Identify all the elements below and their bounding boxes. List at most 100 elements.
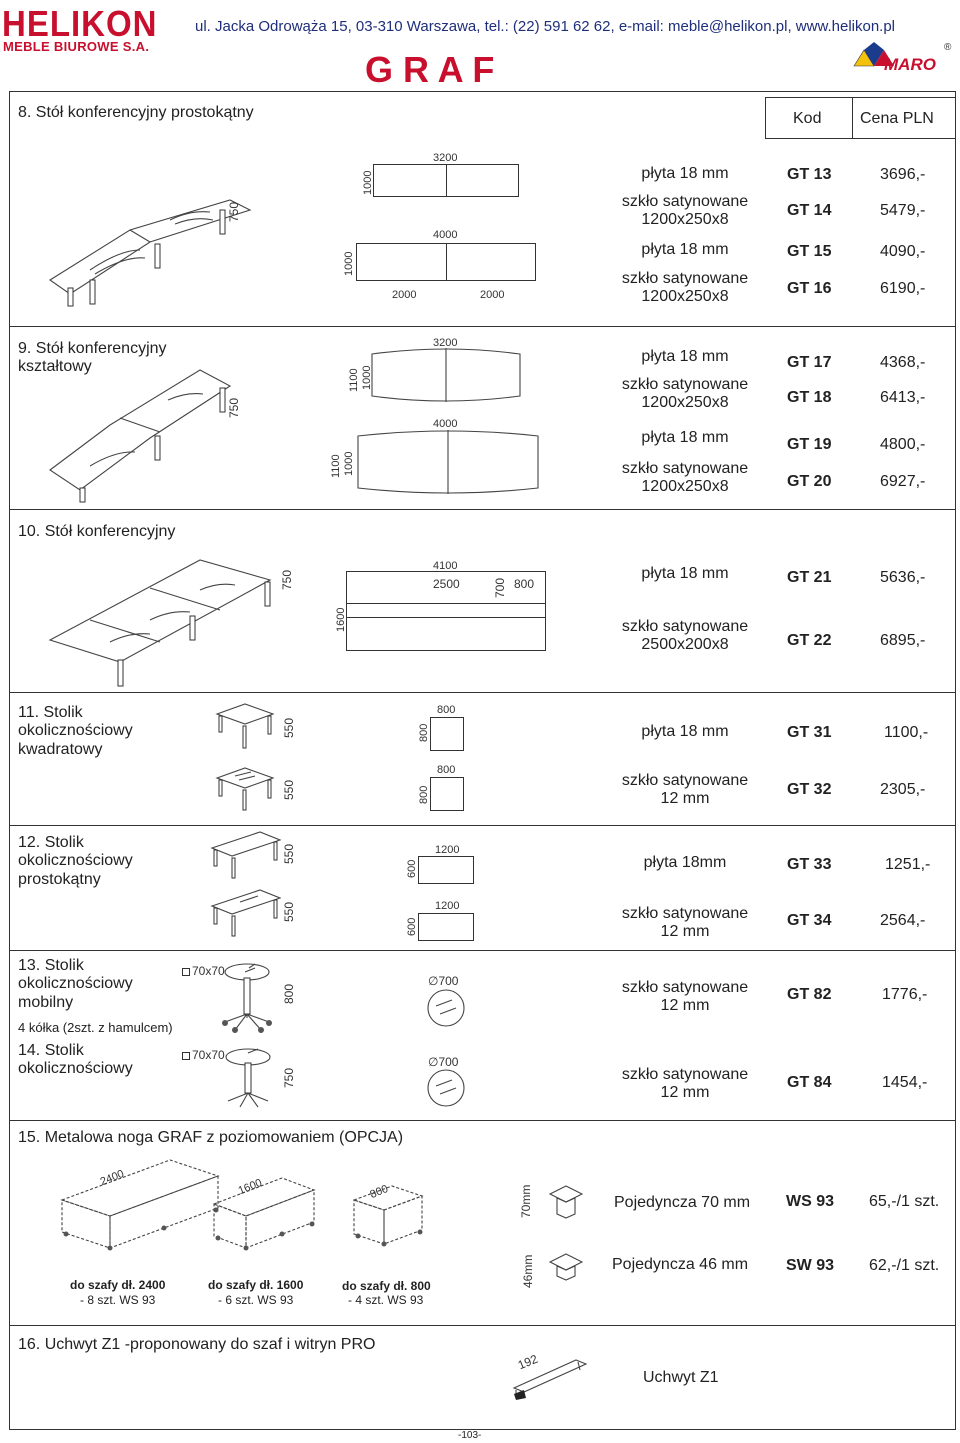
s13-height: 800 (282, 983, 296, 1004)
section-14-title: 14. Stolik okolicznościowy (18, 1042, 133, 1078)
s14-leg-size: 70x70 (192, 1048, 225, 1062)
cabinet-2400-caption-b: - 8 szt. WS 93 (80, 1293, 156, 1307)
s10-plan (346, 571, 546, 651)
s11-width-b: 800 (437, 764, 456, 776)
s13-row1-price: 1776,- (882, 986, 928, 1003)
maro-wordmark: MARO (884, 55, 936, 74)
s13-leg-square-icon (182, 968, 190, 976)
s9-height: 750 (227, 397, 241, 418)
cabinet-800-caption-a: do szafy dł. 800 (342, 1279, 431, 1293)
s11-row1-price: 1100,- (884, 724, 929, 741)
s10-row2-code: GT 22 (787, 632, 832, 649)
s11-depth-b: 800 (418, 785, 430, 804)
divider-12-13 (9, 950, 956, 951)
diameter-icon: ∅ (428, 1055, 439, 1069)
s12-plan-b (418, 913, 474, 941)
s8-row2-code: GT 14 (787, 202, 832, 219)
s9-plan-4000 (357, 430, 539, 494)
leg-46-foot-icon (548, 1253, 584, 1281)
section-15-title: 15. Metalowa noga GRAF z poziomowaniem (… (18, 1129, 404, 1146)
cabinet-1600-caption-a: do szafy dł. 1600 (208, 1278, 304, 1292)
s11-row1-code: GT 31 (787, 724, 832, 741)
s12-glass-table-sketch (210, 889, 282, 937)
s12-row2-price: 2564,- (880, 912, 926, 929)
section-8-title: 8. Stół konferencyjny prostokątny (18, 104, 254, 121)
s12-height-b: 550 (282, 901, 296, 922)
series-title: G R A F (365, 49, 495, 90)
s10-row2-desc: szkło satynowane 2500x200x8 (621, 618, 749, 654)
s14-diameter: ∅700 (428, 1055, 458, 1069)
s8-row3-code: GT 15 (787, 243, 832, 260)
s10-plan-band-top (346, 603, 546, 604)
s12-row1-desc: płyta 18mm (643, 854, 727, 871)
s9-row1-code: GT 17 (787, 354, 832, 371)
company-address: ul. Jacka Odrowąża 15, 03-310 Warszawa, … (195, 18, 896, 35)
s14-plan-circle (427, 1069, 465, 1107)
s9-width-4000: 4000 (433, 418, 458, 430)
s11-plate-table-sketch (215, 703, 275, 749)
s10-plan-band-bottom (346, 617, 546, 618)
s10-height: 750 (280, 569, 294, 590)
section-16-title: 16. Uchwyt Z1 -proponowany do szaf i wit… (18, 1336, 376, 1353)
s11-row2-code: GT 32 (787, 781, 832, 798)
s9-row2-code: GT 18 (787, 389, 832, 406)
s10-row1-desc: płyta 18 mm (641, 565, 729, 582)
s10-row2-price: 6895,- (880, 632, 926, 649)
leg-70-code: WS 93 (786, 1193, 835, 1210)
s12-row2-desc: szkło satynowane 12 mm (621, 905, 749, 941)
s13-diameter: ∅700 (428, 974, 459, 988)
s11-row1-desc: płyta 18 mm (641, 723, 729, 740)
cabinet-800-sketch (352, 1185, 424, 1247)
cabinet-1600-sketch (212, 1177, 316, 1251)
s9-row2-desc: szkło satynowane 1200x250x8 (621, 376, 749, 412)
leg-46-code: SW 93 (786, 1257, 835, 1274)
s10-inner-2500: 2500 (433, 577, 460, 591)
catalog-frame (9, 91, 956, 1430)
s8-depth-1000b: 1000 (343, 251, 355, 276)
s13-diameter-value: 700 (438, 974, 459, 988)
s11-depth-a: 800 (418, 723, 430, 742)
logo-wordmark: HELIKON (2, 3, 158, 44)
s12-width-a: 1200 (435, 844, 460, 856)
logo-tagline: MEBLE BIUROWE S.A. (3, 39, 150, 54)
s11-height-a: 550 (282, 717, 296, 738)
s9-row2-price: 6413,- (880, 389, 926, 406)
header-price-cell (852, 97, 956, 139)
s9-plan-3200 (371, 348, 521, 402)
table-8-perspective-sketch (49, 199, 252, 307)
s10-width-800: 800 (514, 577, 535, 591)
maro-emblem-icon (853, 42, 894, 67)
section-11-title: 11. Stolik okolicznościowy kwadratowy (18, 704, 133, 758)
cabinet-1600-caption-b: - 6 szt. WS 93 (218, 1293, 294, 1307)
s12-plate-table-sketch (210, 831, 282, 879)
s11-height-b: 550 (282, 779, 296, 800)
s11-row2-price: 2305,- (880, 781, 926, 798)
divider-11-12 (9, 825, 956, 826)
handle-z1-label: Uchwyt Z1 (643, 1369, 719, 1386)
s9-row1-price: 4368,- (880, 354, 926, 371)
cabinet-2400-sketch (60, 1159, 220, 1251)
s11-plan-a (430, 717, 464, 751)
leg-70-foot-icon (548, 1185, 584, 1219)
registered-mark: ® (944, 42, 952, 53)
s11-plan-b (430, 777, 464, 811)
s9-row3-desc: płyta 18 mm (641, 429, 729, 446)
s8-row3-desc: płyta 18 mm (641, 241, 729, 258)
table-9-perspective-sketch (49, 369, 232, 503)
s10-width-4100: 4100 (433, 560, 458, 572)
s9-row4-desc: szkło satynowane 1200x250x8 (621, 460, 749, 496)
s12-height-a: 550 (282, 843, 296, 864)
s12-row2-code: GT 34 (787, 912, 832, 929)
section-13-title: 13. Stolik okolicznościowy mobilny (18, 957, 133, 1011)
s8-row4-price: 6190,- (880, 280, 926, 297)
handle-z1-sketch (512, 1359, 588, 1400)
section-10-title: 10. Stół konferencyjny (18, 523, 176, 540)
s10-row1-price: 5636,- (880, 569, 926, 586)
leg-70-height: 70mm (519, 1184, 533, 1218)
leg-46-height: 46mm (521, 1254, 535, 1288)
s14-height: 750 (282, 1067, 296, 1088)
s13-mobile-table-sketch (222, 963, 272, 1033)
s14-row1-price: 1454,- (882, 1074, 928, 1091)
s11-width-a: 800 (437, 704, 456, 716)
s10-row1-code: GT 21 (787, 569, 832, 586)
